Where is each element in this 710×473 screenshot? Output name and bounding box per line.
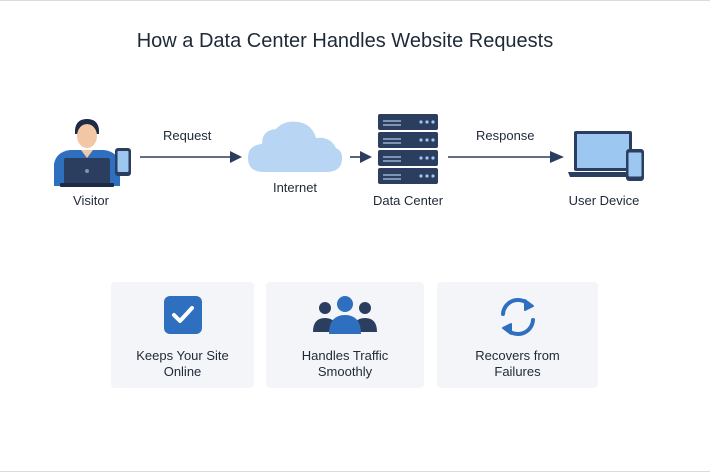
response-label: Response (476, 128, 535, 143)
visitor-label: Visitor (73, 193, 109, 208)
diagram-title: How a Data Center Handles Website Reques… (136, 30, 554, 52)
group-of-people-icon (310, 294, 380, 341)
internet-node (246, 118, 344, 174)
internet-label: Internet (272, 180, 318, 195)
card-line-2: Smoothly (317, 364, 373, 379)
response-arrow (448, 151, 564, 163)
feature-card-recovery: Recovers from Failures (437, 282, 598, 388)
visitor-node (50, 116, 134, 188)
card-text: Keeps Your Site Online (111, 348, 254, 380)
data-center-label: Data Center (372, 193, 444, 208)
cloud-icon (248, 121, 343, 172)
user-device-label: User Device (568, 193, 640, 208)
card-line-1: Keeps Your Site (136, 348, 229, 363)
data-center-node (377, 113, 439, 187)
user-device-node (566, 128, 646, 184)
card-line-1: Recovers from (475, 348, 560, 363)
laptop-and-phone-icon (568, 131, 644, 181)
top-border (0, 0, 710, 1)
card-text: Recovers from Failures (437, 348, 598, 380)
card-line-2: Failures (494, 364, 541, 379)
server-rack-icon (378, 114, 438, 184)
checkmark-badge-icon (162, 294, 204, 341)
card-text: Handles Traffic Smoothly (266, 348, 424, 380)
feature-card-traffic: Handles Traffic Smoothly (266, 282, 424, 388)
request-label: Request (163, 128, 212, 143)
card-line-2: Online (163, 364, 202, 379)
internet-to-datacenter-arrow (350, 151, 372, 163)
refresh-cycle-icon (495, 294, 541, 345)
card-line-1: Handles Traffic (301, 348, 389, 363)
feature-card-online: Keeps Your Site Online (111, 282, 254, 388)
bottom-border (0, 471, 710, 472)
request-arrow (140, 151, 242, 163)
person-with-laptop-and-phone-icon (54, 119, 131, 187)
